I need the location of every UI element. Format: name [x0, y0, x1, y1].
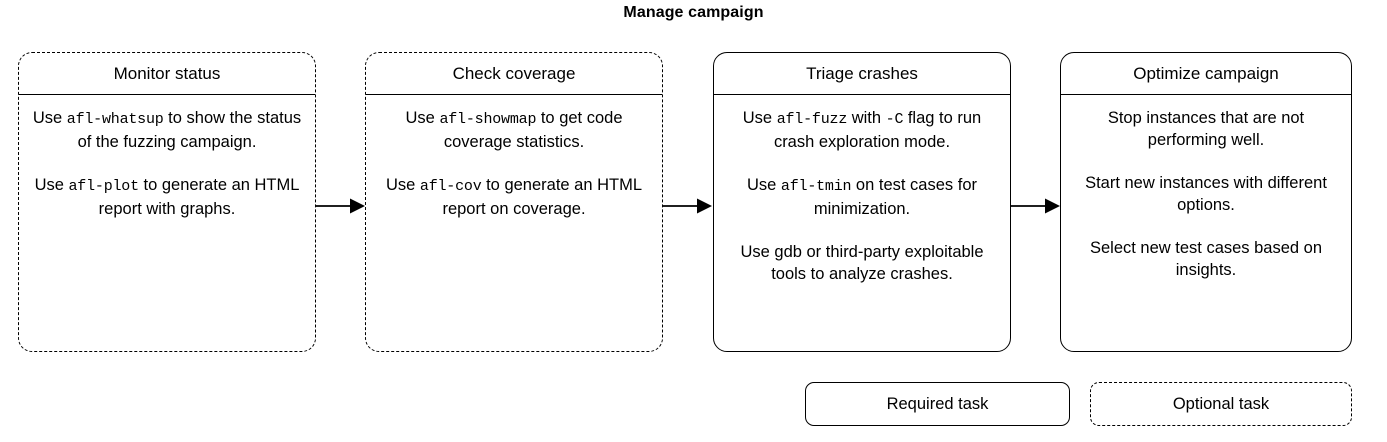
arrow-icon-triage-to-optimize: [1011, 197, 1061, 215]
task-text: to generate an HTML report on coverage.: [442, 176, 643, 218]
task-line: Use afl-fuzz with -C flag to run crash e…: [724, 107, 1000, 153]
task-line: Stop instances that are not performing w…: [1071, 107, 1341, 151]
task-line: Use afl-plot to generate an HTML report …: [29, 174, 305, 220]
task-line: Select new test cases based on insights.: [1071, 237, 1341, 281]
stage-body-monitor-status: Use afl-whatsup to show the status of th…: [19, 95, 315, 220]
task-line: Use afl-showmap to get code coverage sta…: [376, 107, 652, 153]
task-text: Select new test cases based on insights.: [1089, 239, 1323, 279]
code-token: afl-cov: [419, 178, 482, 195]
legend-required-task: Required task: [805, 382, 1070, 426]
stage-card-check-coverage[interactable]: Check coverage Use afl-showmap to get co…: [365, 52, 663, 352]
stage-header-optimize-campaign: Optimize campaign: [1061, 53, 1351, 95]
code-token: afl-fuzz: [776, 111, 848, 128]
task-text: Use: [742, 109, 777, 127]
stage-card-triage-crashes[interactable]: Triage crashes Use afl-fuzz with -C flag…: [713, 52, 1011, 352]
task-line: Use afl-cov to generate an HTML report o…: [376, 174, 652, 220]
task-text: Use gdb or third-party exploitable tools…: [740, 243, 984, 283]
code-token: afl-plot: [68, 178, 140, 195]
task-line: Use afl-tmin on test cases for minimizat…: [724, 174, 1000, 220]
stage-card-monitor-status[interactable]: Monitor status Use afl-whatsup to show t…: [18, 52, 316, 352]
arrow-icon-coverage-to-triage: [663, 197, 713, 215]
task-text: Use: [385, 176, 420, 194]
stage-body-triage-crashes: Use afl-fuzz with -C flag to run crash e…: [714, 95, 1010, 285]
code-token: afl-tmin: [780, 178, 852, 195]
legend-required-label: Required task: [886, 395, 989, 413]
stage-card-optimize-campaign[interactable]: Optimize campaign Stop instances that ar…: [1060, 52, 1352, 352]
task-text: Use: [746, 176, 781, 194]
stage-header-check-coverage: Check coverage: [366, 53, 662, 95]
task-text: to show the status of the fuzzing campai…: [77, 109, 302, 151]
task-text: Start new instances with different optio…: [1085, 174, 1327, 214]
code-token: afl-showmap: [439, 111, 537, 128]
stage-header-monitor-status: Monitor status: [19, 53, 315, 95]
task-text: Use: [34, 176, 69, 194]
task-text: on test cases for minimization.: [813, 176, 977, 218]
task-line: Use gdb or third-party exploitable tools…: [724, 241, 1000, 285]
code-token: -C: [885, 111, 904, 128]
task-text: to get code coverage statistics.: [443, 109, 623, 151]
task-text: Stop instances that are not performing w…: [1107, 109, 1305, 149]
task-text: Use: [32, 109, 67, 127]
task-text: flag to run crash exploration mode.: [773, 109, 982, 151]
stage-body-optimize-campaign: Stop instances that are not performing w…: [1061, 95, 1351, 281]
page-title: Manage campaign: [623, 4, 764, 21]
task-text: with: [847, 109, 886, 127]
task-line: Start new instances with different optio…: [1071, 172, 1341, 216]
legend-optional-task: Optional task: [1090, 382, 1352, 426]
task-text: to generate an HTML report with graphs.: [98, 176, 300, 218]
arrow-icon-monitor-to-coverage: [316, 197, 366, 215]
task-text: Use: [405, 109, 440, 127]
task-line: Use afl-whatsup to show the status of th…: [29, 107, 305, 153]
legend-optional-label: Optional task: [1172, 395, 1270, 413]
code-token: afl-whatsup: [66, 111, 164, 128]
stage-body-check-coverage: Use afl-showmap to get code coverage sta…: [366, 95, 662, 220]
stage-header-triage-crashes: Triage crashes: [714, 53, 1010, 95]
